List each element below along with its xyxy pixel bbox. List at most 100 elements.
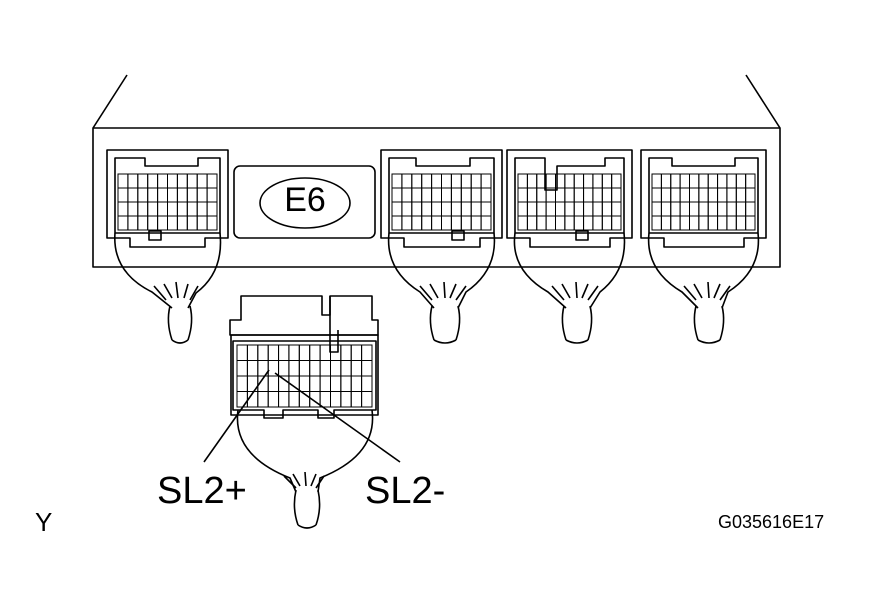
pin-cell (319, 344, 332, 361)
pin-cell (564, 201, 575, 217)
pin-cell (361, 391, 373, 408)
pin-cell (592, 187, 603, 203)
pin-cell (689, 215, 700, 231)
pin-cell (660, 187, 672, 203)
pin-cell (441, 173, 452, 189)
pin-cell (460, 201, 472, 217)
pin-cell (745, 173, 756, 189)
pin-cell (147, 187, 159, 203)
pin-cell (651, 201, 662, 217)
pin-cell (555, 201, 566, 217)
pin-cell (564, 173, 575, 189)
leader-line-sl2-minus (274, 372, 401, 463)
pin-cell (470, 215, 482, 231)
pin-cell (236, 344, 248, 361)
pin-cell (670, 201, 681, 217)
pin-cell (186, 201, 198, 217)
pin-cell (127, 187, 139, 203)
pin-cell (526, 201, 538, 217)
pin-cell (679, 187, 690, 203)
pin-cell (157, 187, 169, 203)
pin-cell (651, 187, 662, 203)
pin-cell (460, 173, 472, 189)
pin-cell (480, 215, 492, 231)
ecu-socket-3-pins (517, 173, 622, 231)
pin-cell (450, 187, 462, 203)
pin-cell (517, 187, 528, 203)
pin-cell (288, 360, 300, 377)
pin-cell (167, 215, 178, 231)
pin-cell (670, 173, 681, 189)
pin-cell (717, 201, 728, 217)
pin-cell (421, 187, 433, 203)
wire-connector-pins (236, 344, 373, 408)
pin-cell (480, 201, 492, 217)
pin-cell (340, 360, 352, 377)
pin-cell (717, 215, 728, 231)
pin-cell (257, 391, 269, 408)
pin-cell (480, 187, 492, 203)
pin-cell (611, 173, 622, 189)
pin-cell (517, 173, 528, 189)
pin-cell (298, 360, 311, 377)
pin-cell (117, 215, 129, 231)
pin-cell (698, 173, 709, 189)
ecu-housing (92, 74, 781, 268)
pin-cell (611, 201, 622, 217)
pin-cell (278, 360, 290, 377)
pin-cell (698, 187, 709, 203)
pin-cell (717, 173, 728, 189)
pin-cell (441, 201, 452, 217)
pin-cell (431, 173, 443, 189)
pin-cell (127, 215, 139, 231)
pin-cell (651, 173, 662, 189)
pin-cell (117, 201, 129, 217)
pin-cell (470, 187, 482, 203)
pin-cell (206, 215, 218, 231)
pin-cell (309, 344, 321, 361)
ecu-socket-2-pins (391, 173, 492, 231)
pin-cell (573, 215, 585, 231)
pin-cell (288, 391, 300, 408)
pin-cell (441, 215, 452, 231)
pin-cell (319, 360, 332, 377)
pin-cell (340, 344, 352, 361)
pin-cell (340, 391, 352, 408)
pin-cell (309, 375, 321, 392)
pin-cell (298, 375, 311, 392)
pin-cell (157, 215, 169, 231)
pin-cell (186, 215, 198, 231)
pin-cell (450, 201, 462, 217)
pin-cell (350, 344, 363, 361)
pin-cell (421, 201, 433, 217)
pin-cell (707, 173, 719, 189)
wire-bundle-1 (153, 281, 199, 344)
pin-cell (517, 201, 528, 217)
pin-cell (278, 391, 290, 408)
pin-cell (267, 391, 280, 408)
harness-4 (647, 232, 760, 309)
pin-cell (583, 215, 594, 231)
pin-cell (670, 187, 681, 203)
pin-cell (391, 215, 403, 231)
pin-cell (391, 201, 403, 217)
pin-cell (460, 187, 472, 203)
pin-cell (319, 391, 332, 408)
pin-cell (689, 201, 700, 217)
pin-cell (573, 201, 585, 217)
pin-cell (592, 201, 603, 217)
pin-cell (167, 173, 178, 189)
pin-cell (441, 187, 452, 203)
pin-cell (726, 187, 737, 203)
pin-cell (431, 187, 443, 203)
pin-cell (340, 375, 352, 392)
pin-cell (117, 187, 129, 203)
pin-label-sl2-minus: SL2- (365, 470, 446, 512)
pin-cell (601, 215, 613, 231)
pin-cell (401, 215, 413, 231)
pin-cell (330, 375, 342, 392)
pin-cell (186, 173, 198, 189)
pin-cell (267, 375, 280, 392)
pin-cell (707, 215, 719, 231)
pin-cell (470, 173, 482, 189)
